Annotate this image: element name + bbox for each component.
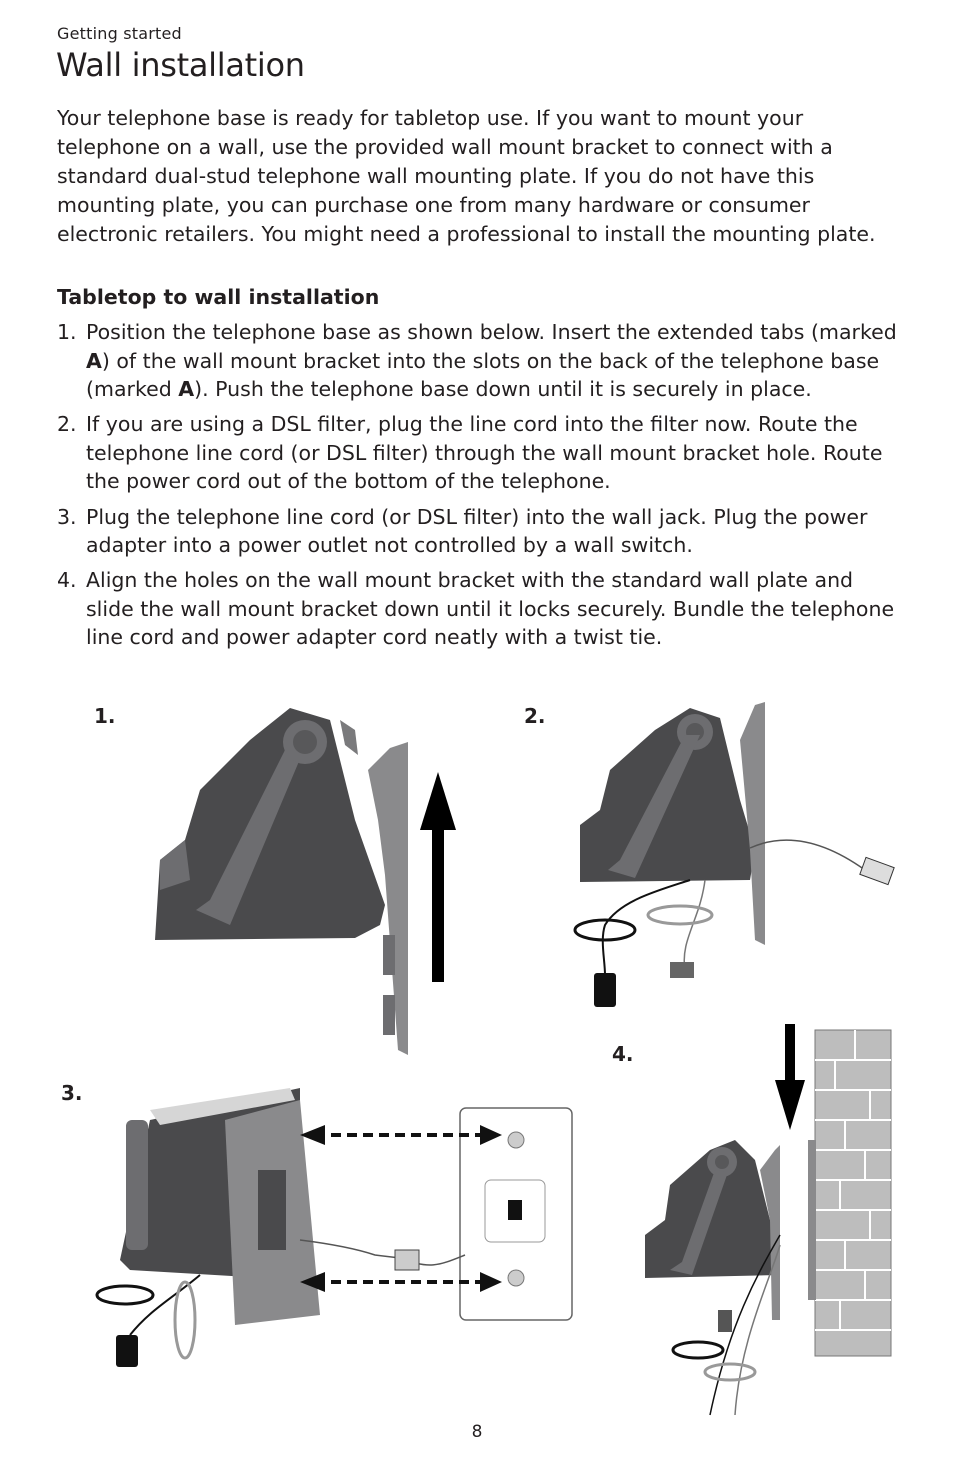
step-number: 2. [57, 412, 77, 437]
step-text: Align the holes on the wall mount bracke… [86, 568, 895, 650]
list-item: 2. If you are using a DSL filter, plug t… [57, 410, 907, 496]
wall-bracket-shape [368, 742, 408, 1055]
wall-bracket-shape [740, 702, 765, 945]
phone-line-cord [749, 839, 866, 871]
step-number: 1. [57, 320, 77, 344]
down-arrow-icon [785, 1024, 795, 1094]
step-number: 3. [57, 504, 77, 529]
intro-paragraph: Your telephone base is ready for tableto… [57, 106, 876, 246]
page-number: 8 [471, 1422, 483, 1442]
figure-2-illustration [573, 702, 895, 1007]
power-adapter-icon [116, 1335, 138, 1367]
figure-3-label: 3. [61, 1081, 83, 1105]
brick-wall [814, 1029, 892, 1357]
phone-plug-icon [859, 856, 895, 886]
subheading: Tabletop to wall installation [57, 285, 380, 309]
wall-mount-plate [808, 1140, 816, 1300]
list-item: 3. Plug the telephone line cord (or DSL … [57, 503, 907, 560]
power-adapter-icon [594, 973, 616, 1007]
dsl-filter-icon [394, 1249, 420, 1271]
twist-tie-icon [718, 1310, 732, 1332]
up-arrow-icon [432, 810, 444, 982]
section-label: Getting started [57, 24, 182, 43]
steps-list: 1. Position the telephone base as shown … [57, 318, 907, 659]
figure-4-label: 4. [612, 1042, 634, 1066]
step-text: Position the telephone base as shown bel… [86, 320, 897, 402]
figure-1-label: 1. [94, 704, 116, 728]
step-number: 4. [57, 568, 77, 593]
figure-2-label: 2. [524, 704, 546, 728]
figure-3-illustration [95, 1088, 573, 1367]
list-item: 4. Align the holes on the wall mount bra… [57, 566, 907, 652]
step-text: Plug the telephone line cord (or DSL fil… [86, 504, 868, 558]
step-text: If you are using a DSL filter, plug the … [86, 412, 883, 494]
dsl-filter-icon [670, 962, 694, 978]
page-title: Wall installation [56, 46, 305, 84]
list-item: 1. Position the telephone base as shown … [57, 318, 907, 404]
figure-4-illustration [645, 1024, 892, 1416]
figure-1-illustration [155, 708, 456, 1055]
